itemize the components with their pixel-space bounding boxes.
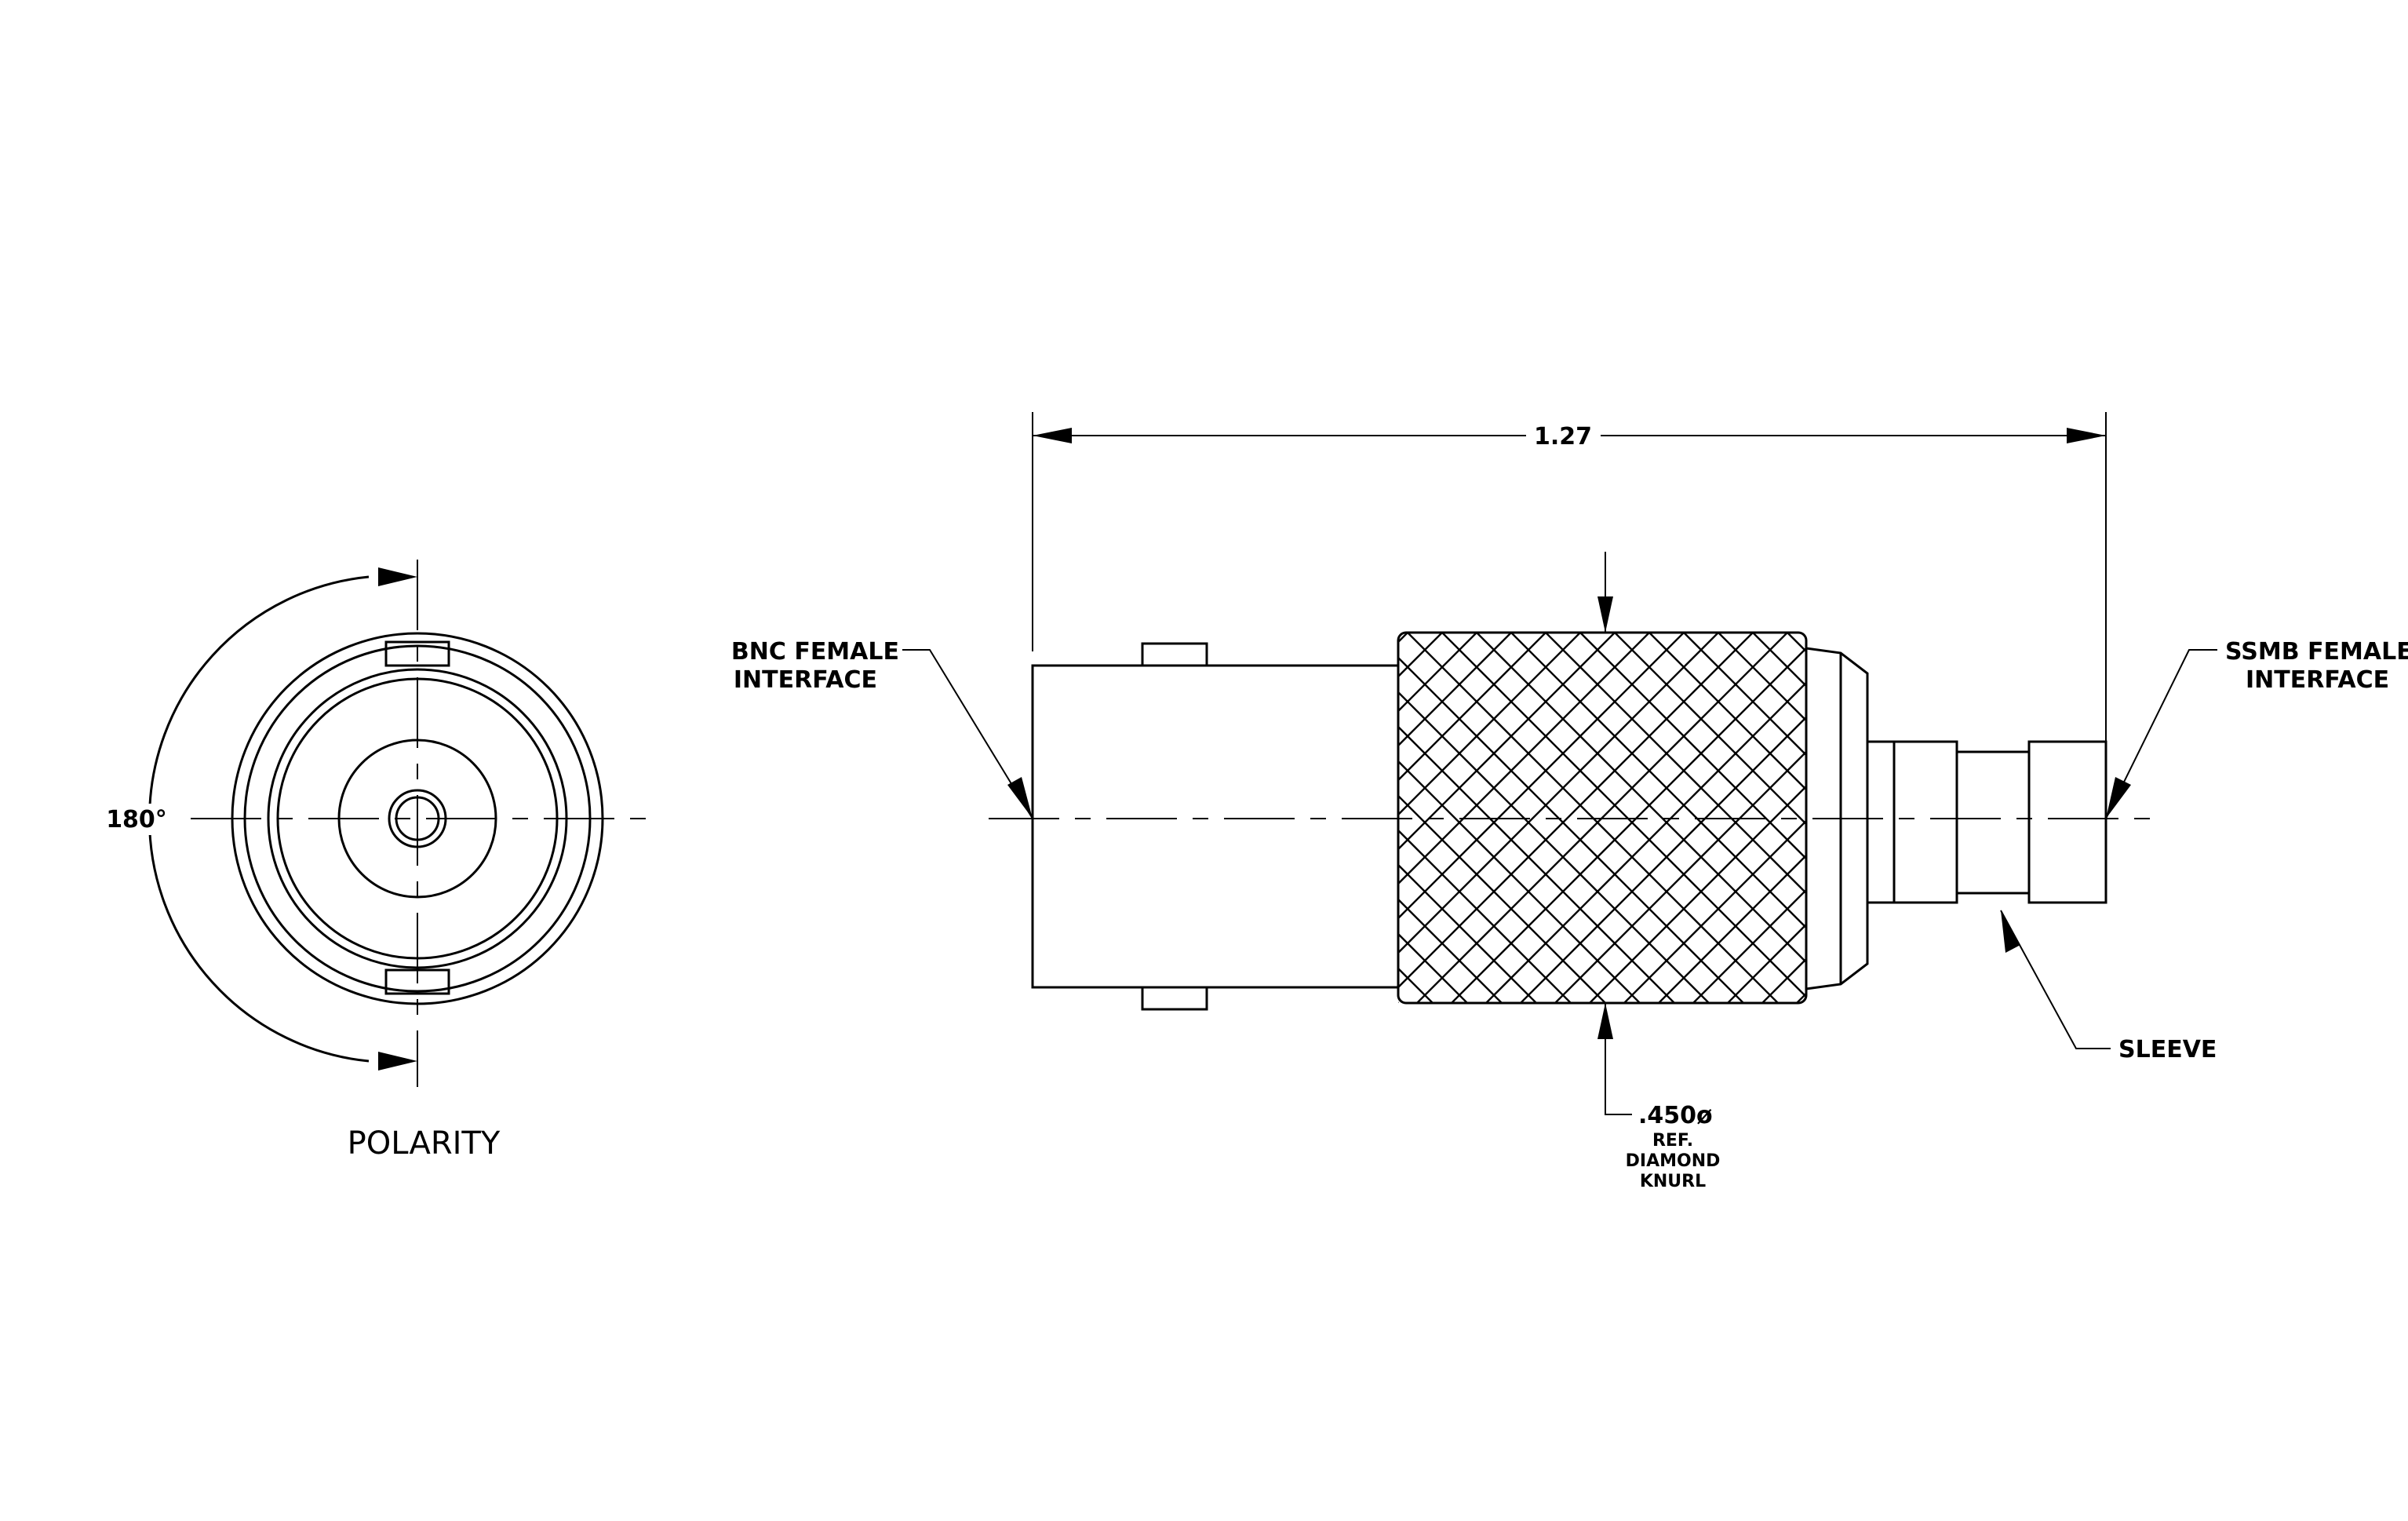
knurl-dia-label: .450ø: [1638, 1102, 1713, 1129]
bnc-callout-line2: INTERFACE: [734, 666, 877, 694]
knurl-hatch-line: [1727, 923, 1806, 1003]
polarity-label: POLARITY: [348, 1125, 501, 1162]
overall-length-label: 1.27: [1534, 423, 1592, 450]
knurl-hatch-line: [1476, 633, 1806, 964]
knurl-hatch-line: [1718, 633, 1806, 722]
outer-conductor-inner-circle: [276, 677, 559, 960]
knurl-ref-label: REF.: [1652, 1131, 1693, 1151]
ssmb-nut: [1893, 740, 1958, 904]
bnc-barrel: [1031, 664, 1400, 989]
outer-conductor-circle: [267, 668, 568, 969]
sleeve-callout-label: SLEEVE: [2118, 1036, 2217, 1063]
outer-body-circle: [231, 632, 604, 1005]
bnc-bayonet-stud-top: [1141, 642, 1208, 667]
knurl-hatch-line: [1648, 633, 1806, 791]
ssmb-leader-line: [2105, 649, 2217, 819]
bnc-leader-line: [902, 649, 1033, 819]
arrowhead-top-icon: [378, 567, 417, 586]
ssmb-tip: [2027, 740, 2107, 904]
ssmb-callout-line1: SSMB FEMALE: [2225, 638, 2408, 666]
knurl-hatch-line: [1614, 633, 1806, 826]
ssmb-collar: [1866, 740, 1896, 904]
knurl-hatch-line: [1398, 932, 1468, 1003]
knurl-hatch-line: [1658, 854, 1806, 1003]
knurl-hatch-line: [1398, 633, 1477, 713]
knurl-hatch-line: [1398, 760, 1641, 1003]
knurl-hatch-line: [1589, 785, 1806, 1003]
sleeve-leader-arrow-icon: [2001, 910, 2020, 953]
end-view: 180° POLARITY: [102, 560, 651, 1162]
insulator-circle: [337, 739, 497, 899]
dim-arrow-left-icon: [1033, 428, 1072, 443]
bayonet-stud-bottom: [384, 968, 450, 995]
knurl-hatch-line: [1683, 633, 1806, 757]
knurl-dia-top-arrow-icon: [1597, 596, 1613, 633]
knurl-hatch-line: [1623, 819, 1806, 1003]
knurl-hatch-line: [1398, 633, 1754, 989]
knurl-hatch-line: [1398, 633, 1512, 747]
knurl-hatch-line: [1398, 863, 1537, 1003]
knurl-hatch-line: [1398, 794, 1606, 1003]
knurl-hatch-line: [1398, 633, 1546, 782]
ssmb-leader-arrow-icon: [2106, 777, 2131, 819]
knurl-type-line1: DIAMOND: [1626, 1151, 1721, 1171]
knurl-dia-bottom-leader: [1605, 1003, 1632, 1115]
side-view: 1.27 BNC FEMALE INTERFACE SSMB FEMALE IN…: [731, 412, 2408, 1191]
angle-label: 180°: [106, 806, 167, 833]
knurl-hatch-line: [1398, 633, 1719, 954]
ssmb-sleeve: [1955, 750, 2031, 895]
outer-body-inner-circle: [243, 644, 592, 993]
arrowhead-bottom-icon: [378, 1052, 417, 1071]
knurl-hatch-line: [1692, 888, 1806, 1003]
ssmb-callout-line2: INTERFACE: [2246, 666, 2389, 694]
sleeve-leader-line: [2000, 910, 2111, 1049]
center-contact-inner-circle: [395, 796, 440, 841]
knurl-hatch-line: [1398, 829, 1572, 1003]
bnc-callout-line1: BNC FEMALE: [731, 638, 899, 666]
angle-label-mask: [102, 804, 173, 835]
bnc-leader-arrow-icon: [1007, 777, 1033, 819]
knurl-type-line2: KNURL: [1640, 1172, 1706, 1191]
knurl-hatch-line: [1398, 633, 1581, 816]
bnc-bayonet-stud-bottom: [1141, 986, 1208, 1011]
knurl-hatch-line: [1398, 898, 1503, 1003]
bayonet-stud-top: [384, 640, 450, 667]
dim-arrow-right-icon: [2067, 428, 2106, 443]
center-contact-outer-circle: [388, 789, 447, 848]
knurl-dia-bottom-arrow-icon: [1597, 1003, 1613, 1039]
